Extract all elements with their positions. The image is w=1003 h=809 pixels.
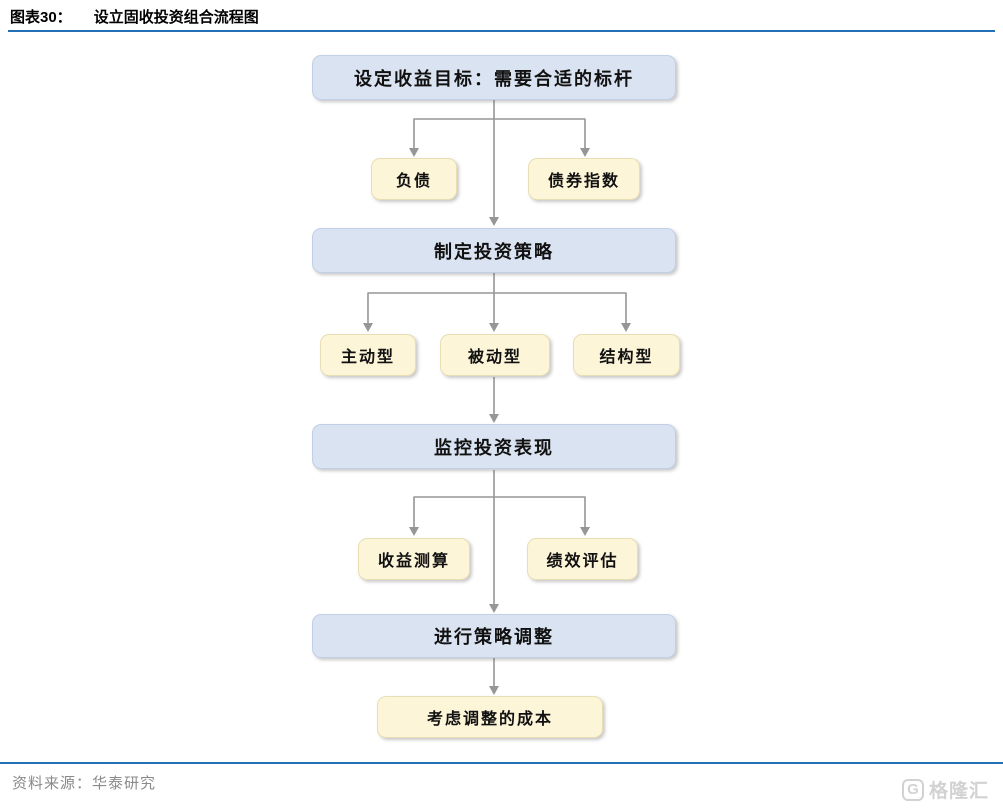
flow-node-passive: 被动型: [440, 334, 550, 376]
gelonghui-logo-icon: G: [901, 778, 924, 801]
connector-strategy-step3: [489, 377, 499, 423]
flow-step-adjust-strategy: 进行策略调整: [312, 614, 676, 658]
flow-step-monitor-performance: 监控投资表现: [312, 424, 676, 469]
flow-step-set-return-target: 设定收益目标：需要合适的标杆: [312, 55, 676, 100]
flow-node-return-calculation: 收益测算: [358, 538, 470, 580]
flow-node-adjustment-cost: 考虑调整的成本: [377, 696, 603, 738]
connector-monitor-branch: [409, 470, 590, 613]
flow-node-bond-index: 债券指数: [528, 158, 640, 200]
flow-step-formulate-strategy: 制定投资策略: [312, 228, 676, 273]
flow-node-performance-evaluation: 绩效评估: [527, 538, 638, 580]
figure-header: 图表30： 设立固收投资组合流程图: [10, 6, 995, 27]
flow-node-liabilities: 负债: [371, 158, 457, 200]
source-note: 资料来源：华泰研究: [12, 776, 157, 792]
connector-step4-final: [489, 658, 499, 695]
gelonghui-watermark: G 格隆汇: [901, 776, 989, 803]
footer-divider: [0, 762, 1003, 764]
figure-title: 设立固收投资组合流程图: [93, 9, 259, 26]
flow-node-active: 主动型: [320, 334, 416, 376]
gelonghui-logo-text: 格隆汇: [928, 781, 989, 802]
figure-number: 图表30：: [10, 9, 72, 26]
flow-node-structured: 结构型: [573, 334, 680, 376]
connector-strategy-branch: [363, 273, 631, 332]
header-divider: [8, 30, 995, 32]
connector-benchmark-branch: [409, 118, 590, 157]
